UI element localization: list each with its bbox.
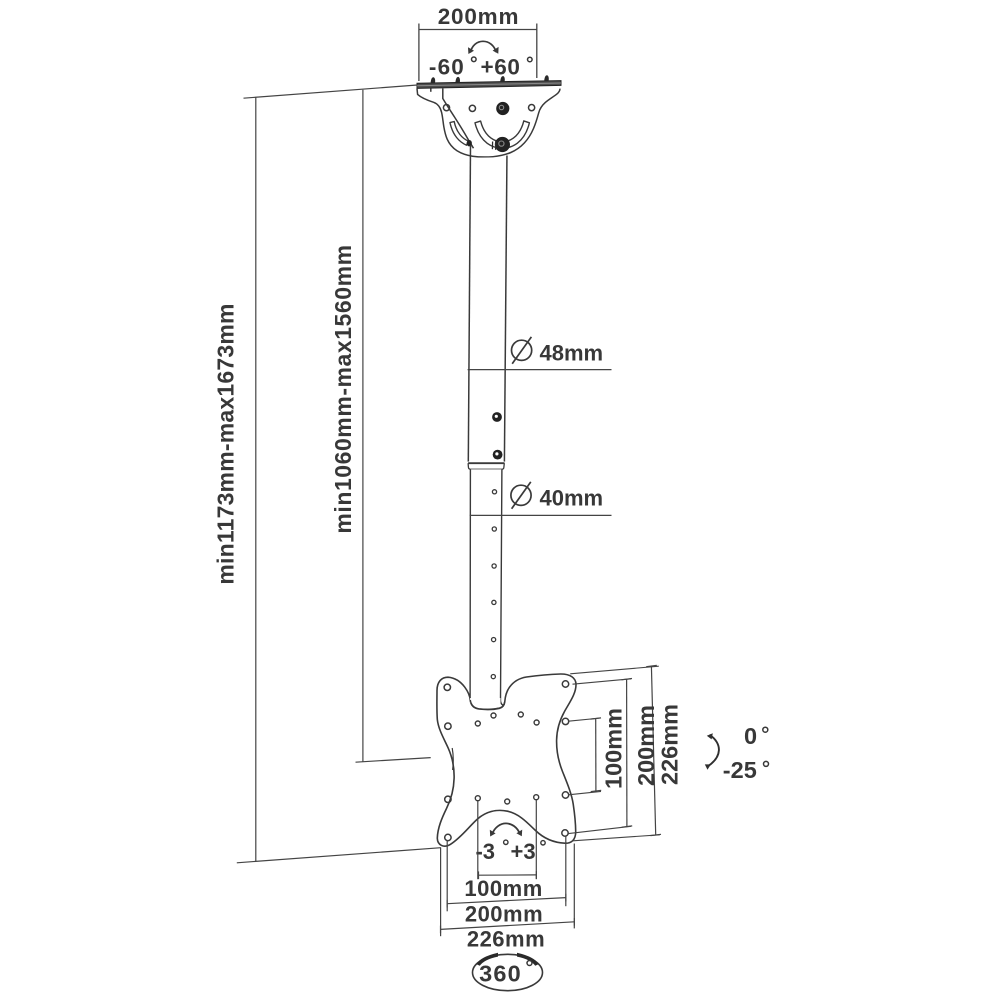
svg-text:40mm: 40mm bbox=[540, 485, 604, 510]
svg-text:200mm: 200mm bbox=[465, 902, 543, 927]
svg-text:min1173mm-max1673mm: min1173mm-max1673mm bbox=[213, 303, 239, 584]
svg-text:226mm: 226mm bbox=[467, 927, 545, 952]
svg-text:-60: -60 bbox=[429, 55, 465, 80]
svg-text:200mm: 200mm bbox=[633, 705, 659, 786]
svg-text:min1060mm-max1560mm: min1060mm-max1560mm bbox=[330, 244, 356, 533]
svg-text:200mm: 200mm bbox=[438, 4, 520, 29]
svg-text:+3: +3 bbox=[511, 839, 536, 864]
svg-text:-25: -25 bbox=[723, 757, 757, 783]
svg-text:226mm: 226mm bbox=[657, 704, 683, 785]
svg-text:48mm: 48mm bbox=[540, 340, 604, 365]
svg-text:100mm: 100mm bbox=[601, 708, 627, 789]
svg-text:0: 0 bbox=[744, 723, 757, 749]
svg-text:-3: -3 bbox=[475, 839, 495, 864]
svg-text:100mm: 100mm bbox=[464, 876, 542, 901]
svg-text:+60: +60 bbox=[481, 55, 521, 80]
svg-text:360: 360 bbox=[479, 961, 522, 987]
